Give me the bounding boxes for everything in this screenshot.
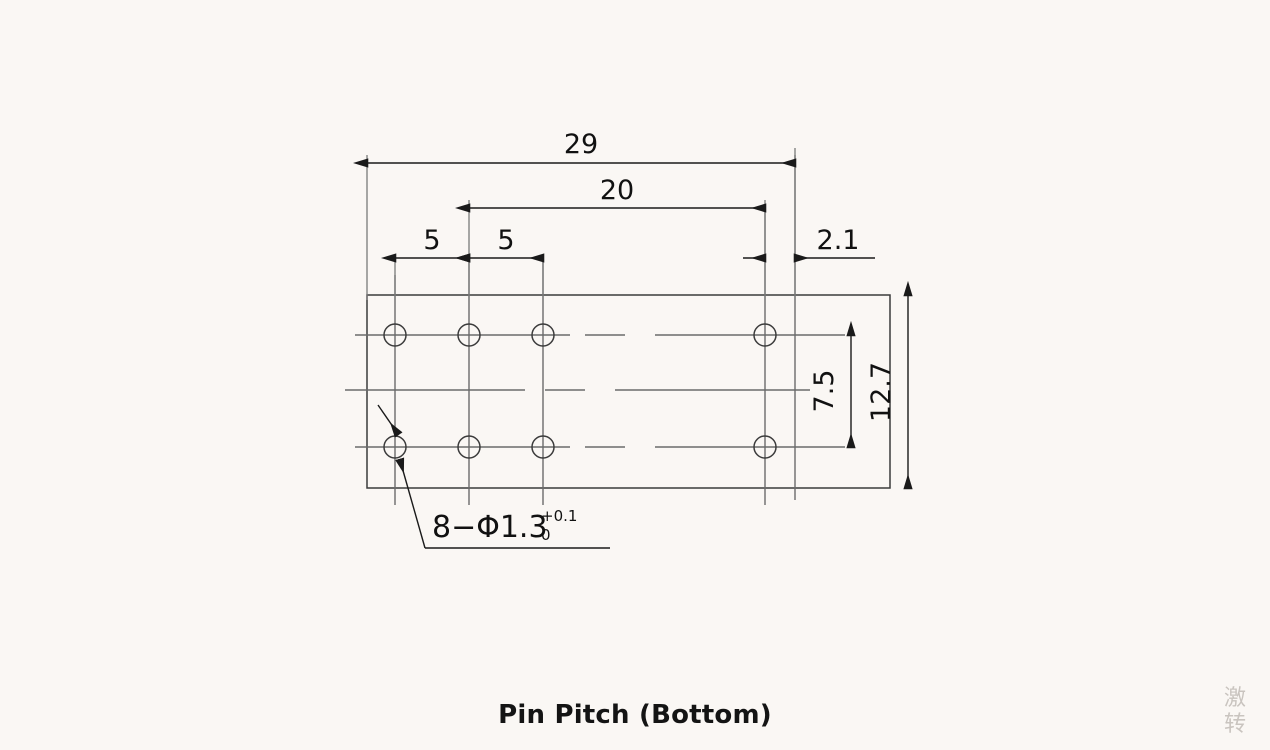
dimension-edge-offset: 2.1 [743, 225, 875, 263]
hole-bottom-2 [457, 435, 481, 459]
hole-callout: 8−Φ1.3 +0.1 0 [377, 404, 610, 549]
hole-callout-tolerance-lower: 0 [541, 526, 551, 544]
hole-callout-tolerance-upper: +0.1 [541, 507, 577, 525]
dimension-pitch-b-label: 5 [497, 225, 514, 256]
dimension-overall-width-label: 29 [564, 129, 598, 160]
dimension-edge-offset-label: 2.1 [817, 225, 860, 256]
hole-top-4 [753, 323, 777, 347]
hole-top-1 [383, 323, 407, 347]
dimension-row-pitch: 7.5 [809, 320, 856, 449]
dimension-pin-span: 20 [454, 175, 767, 213]
dimension-overall-height-label: 12.7 [866, 362, 897, 422]
dimension-row-pitch-label: 7.5 [809, 370, 840, 413]
hole-bottom-3 [531, 435, 555, 459]
dimension-pitch-b: 5 [454, 225, 545, 263]
pin-holes [383, 323, 777, 459]
dimension-pitch-a-label: 5 [423, 225, 440, 256]
hole-top-2 [457, 323, 481, 347]
dimension-overall-height: 12.7 [866, 280, 913, 490]
dimension-extension-lines [366, 148, 796, 300]
body-outline [366, 294, 891, 489]
figure-caption: Pin Pitch (Bottom) [498, 700, 772, 730]
dimension-pin-span-label: 20 [600, 175, 634, 206]
dimension-pitch-a: 5 [380, 225, 471, 263]
hole-callout-label: 8−Φ1.3 [432, 510, 548, 545]
hole-bottom-4 [753, 435, 777, 459]
hole-top-3 [531, 323, 555, 347]
row-centerlines [345, 334, 845, 448]
dimension-overall-width: 29 [352, 129, 797, 168]
